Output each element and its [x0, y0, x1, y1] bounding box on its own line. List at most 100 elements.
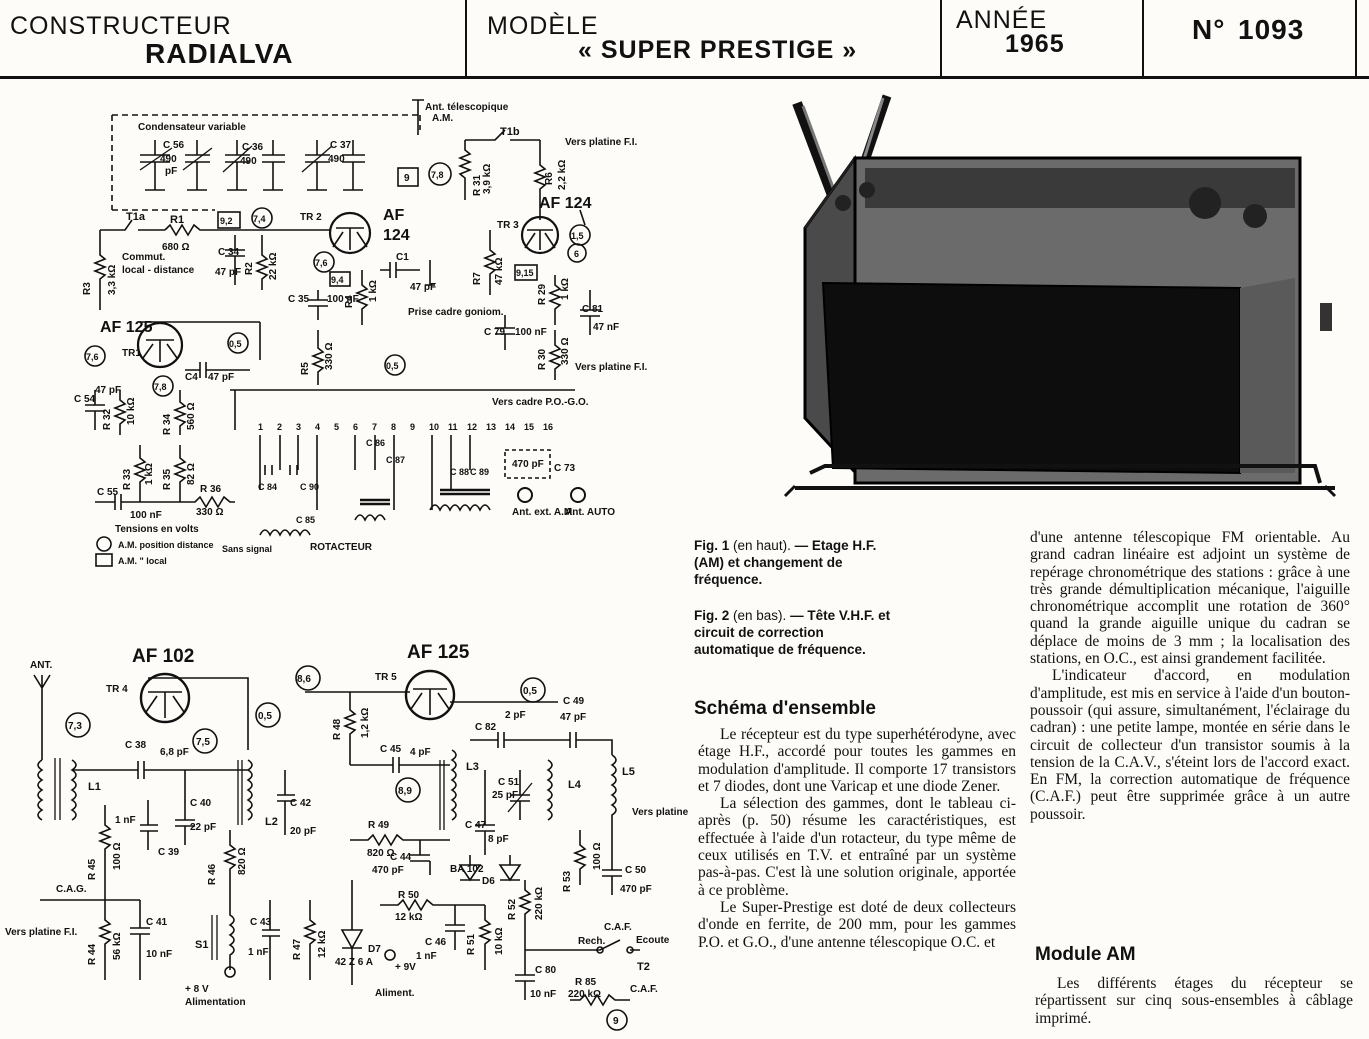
caption-fig-1-prefix: Fig. 1	[694, 538, 730, 553]
label-r5-value: 330 Ω	[324, 343, 335, 370]
caption-fig-1-paren: (en haut).	[733, 538, 791, 553]
label-c80-value: 10 nF	[530, 989, 556, 1000]
pin-7: 7	[372, 422, 377, 432]
label-c45: C 45	[380, 744, 402, 755]
label-c87: C 87	[386, 455, 405, 465]
constructor-value: RADIALVA	[145, 38, 294, 69]
paragraph: L'indicateur d'accord, en modulation d'a…	[1030, 667, 1350, 823]
label-r35-value: 82 Ω	[186, 463, 197, 485]
article-column-left: Le récepteur est du type superhétérodyne…	[698, 726, 1016, 951]
label-vers-platine-fi-top: Vers platine F.I.	[565, 137, 637, 148]
paragraph: La sélection des gammes, dont le tableau…	[698, 795, 1016, 899]
header-divider	[1142, 0, 1144, 76]
label-c39-value: 1 nF	[115, 815, 136, 826]
label-c39: C 39	[158, 847, 180, 858]
label-v9: 9	[613, 1016, 619, 1027]
label-c73: C 73	[554, 463, 576, 474]
paragraph: Le récepteur est du type superhétérodyne…	[698, 726, 1016, 795]
label-r47-value: 12 kΩ	[317, 931, 328, 958]
label-c89: C 89	[470, 467, 489, 477]
label-c49: C 49	[563, 696, 585, 707]
label-r30: R 30	[537, 348, 548, 370]
label-condensateur-variable: Condensateur variable	[138, 122, 246, 133]
label-c50-value: 470 pF	[620, 884, 652, 895]
label-r2-value: 22 kΩ	[268, 253, 279, 280]
label-r48: R 48	[332, 718, 343, 740]
label-c51-value: 25 pF	[492, 790, 518, 801]
label-r30-value: 330 Ω	[560, 338, 571, 365]
label-r1: R1	[170, 214, 184, 226]
label-c43: C 43	[250, 917, 272, 928]
label-c42-value: 20 pF	[290, 826, 316, 837]
label-c38: C 38	[125, 740, 147, 751]
label-c34-value: 47 pF	[215, 267, 241, 278]
article-column-right: d'une antenne télescopique FM orientable…	[1030, 529, 1350, 823]
pin-12: 12	[467, 422, 477, 432]
label-commut: Commut.	[122, 252, 166, 263]
label-c81: C 81	[582, 304, 604, 315]
label-t1a: T1a	[126, 211, 146, 223]
label-r34: R 34	[162, 413, 173, 435]
figure-1-schematic: Condensateur variable Ant. télescopique …	[0, 90, 690, 570]
label-v89: 8,9	[398, 786, 412, 797]
label-c90: C 90	[300, 482, 319, 492]
label-tr5: TR 5	[375, 672, 397, 683]
model-value: « SUPER PRESTIGE »	[578, 36, 858, 64]
label-c55: C 55	[97, 487, 119, 498]
label-rech: Rech.	[578, 936, 605, 947]
label-v915: 9,15	[516, 268, 534, 278]
caption-fig-2-paren: (en bas).	[733, 608, 787, 623]
label-r3-value: 3,3 kΩ	[107, 265, 118, 295]
label-r85: R 85	[575, 977, 597, 988]
label-c72: 470 pF	[512, 459, 544, 470]
label-c54: C 54	[74, 394, 96, 405]
label-r2: R2	[244, 262, 255, 275]
label-ba102: BA 102	[450, 864, 484, 875]
label-v74: 7,4	[253, 214, 266, 224]
label-v86: 8,6	[297, 674, 311, 685]
label-c56: C 56	[163, 140, 185, 151]
header-rule	[0, 76, 1369, 79]
label-vers-platine-fi-right: Vers platine F.I.	[632, 807, 690, 818]
label-r52: R 52	[507, 898, 518, 920]
label-local-distance: local - distance	[122, 265, 195, 276]
label-z6a: 42 Z 6 A	[335, 957, 373, 968]
label-v05b: 0,5	[523, 686, 537, 697]
label-c85: C 85	[296, 515, 315, 525]
model-label: MODÈLE	[487, 12, 599, 40]
label-tr1: TR1	[122, 348, 141, 359]
label-v05: 0,5	[229, 339, 242, 349]
label-c84: C 84	[258, 482, 277, 492]
pin-9: 9	[410, 422, 415, 432]
number-label: N°	[1192, 14, 1226, 45]
label-sans-signal: Sans signal	[222, 544, 272, 554]
label-c46: C 46	[425, 937, 447, 948]
label-c86: C 86	[366, 438, 385, 448]
constructor-label: CONSTRUCTEUR	[10, 12, 232, 40]
paragraph: Les différents étages du récepteur se ré…	[1035, 975, 1353, 1027]
label-c46-value: 1 nF	[416, 951, 437, 962]
label-l4: L4	[568, 779, 582, 791]
label-r36: R 36	[200, 484, 222, 495]
label-v76b: 7,6	[86, 352, 99, 362]
label-r6: R6	[544, 172, 555, 185]
label-t1b: T1b	[500, 126, 520, 138]
label-r33-value: 1 kΩ	[144, 463, 155, 485]
label-caf2: C.A.F.	[630, 984, 658, 995]
page-header: CONSTRUCTEUR RADIALVA MODÈLE « SUPER PRE…	[0, 0, 1369, 76]
label-c43-value: 1 nF	[248, 947, 269, 958]
label-r44: R 44	[87, 943, 98, 965]
pin-13: 13	[486, 422, 496, 432]
label-r1-value: 680 Ω	[162, 242, 189, 253]
label-af124-a: AF	[383, 207, 405, 224]
year-label: ANNÉE	[956, 6, 1048, 34]
label-r7: R7	[472, 272, 483, 285]
label-r36-value: 330 Ω	[196, 507, 223, 518]
label-v78: 7,8	[431, 170, 444, 180]
label-v76: 7,6	[315, 258, 328, 268]
label-r6-value: 2,2 kΩ	[557, 160, 568, 190]
label-c79: C 79	[484, 327, 506, 338]
label-tr3: TR 3	[497, 220, 519, 231]
label-c56-value: 490	[160, 154, 177, 165]
label-c49-value: 47 pF	[560, 712, 586, 723]
